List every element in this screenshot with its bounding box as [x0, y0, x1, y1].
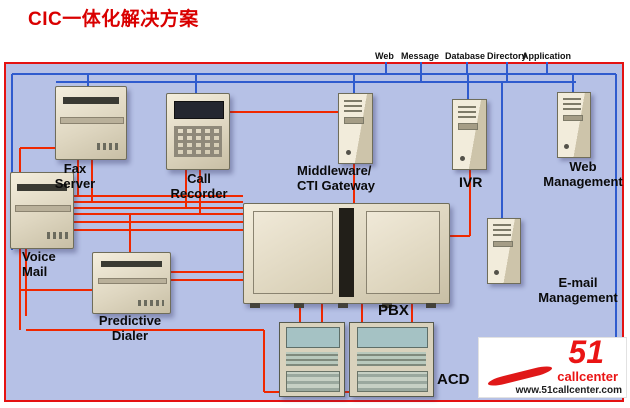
recorder-screen	[174, 100, 224, 120]
label-web: Web	[375, 51, 394, 61]
logo-name: callcenter	[557, 369, 618, 384]
predictive-dialer-device	[92, 252, 171, 314]
dialer-buttons	[137, 299, 164, 306]
email-management-tower	[487, 218, 521, 284]
dialer-slot	[100, 261, 163, 268]
pbx-feet	[250, 303, 443, 308]
acd-vents	[285, 352, 339, 367]
fax-server-label: Fax Server	[54, 161, 96, 191]
acd-screen	[357, 327, 428, 348]
pbx-label: PBX	[378, 302, 409, 319]
middleware-tower	[338, 93, 373, 164]
fax-server-device	[55, 86, 127, 160]
acd-screen	[285, 327, 341, 348]
voice-mail-slot	[17, 183, 67, 191]
voice-mail-label: Voice Mail	[22, 249, 56, 279]
tower-drive	[493, 240, 513, 248]
tower-drive	[563, 114, 583, 122]
label-application: Application	[522, 51, 571, 61]
tower-power-button	[459, 155, 465, 161]
acd-slots	[357, 371, 428, 393]
fax-tray	[60, 117, 124, 125]
pbx-cabinet	[243, 203, 450, 308]
page-title: CIC一体化解决方案	[28, 9, 199, 30]
middleware-label: Middleware/ CTI Gateway	[297, 163, 376, 193]
tower-power-button	[564, 144, 570, 150]
tower-drive	[458, 123, 479, 131]
recorder-buttons	[174, 125, 222, 157]
pbx-right-door	[366, 211, 440, 294]
acd-label: ACD	[437, 371, 470, 388]
tower-power-button	[345, 149, 351, 155]
call-recorder-device	[166, 93, 230, 170]
voice-mail-device	[10, 172, 74, 249]
call-recorder-label: Call Recorder	[170, 171, 228, 201]
ivr-label: IVR	[459, 174, 483, 190]
acd-rack-2	[349, 322, 434, 397]
label-message: Message	[401, 51, 440, 61]
email-management-label: E-mail Management	[538, 275, 618, 305]
logo-51callcenter: 51 callcenter www.51callcenter.com	[478, 334, 627, 398]
ivr-tower	[452, 99, 487, 170]
tower-vent	[493, 224, 511, 236]
fax-paper-slot	[63, 97, 119, 105]
tower-drive	[344, 117, 365, 125]
label-database: Database	[445, 51, 486, 61]
fax-buttons	[96, 143, 121, 151]
voice-mail-buttons	[46, 231, 69, 239]
pbx-left-door	[253, 211, 333, 294]
pbx-center-column	[339, 208, 354, 297]
acd-vents	[357, 352, 426, 367]
tower-vent	[344, 99, 363, 112]
acd-rack-1	[279, 322, 345, 397]
tower-power-button	[494, 270, 500, 276]
web-management-tower	[557, 92, 591, 158]
acd-slots	[285, 371, 341, 393]
logo-url: www.51callcenter.com	[515, 385, 622, 396]
label-directory: Directory	[487, 51, 527, 61]
tower-vent	[458, 105, 477, 118]
tower-vent	[563, 98, 581, 110]
dialer-tray	[97, 278, 168, 285]
logo-number: 51	[568, 334, 604, 370]
voice-mail-tray	[14, 204, 72, 212]
web-management-label: Web Management	[543, 159, 623, 189]
predictive-dialer-label: Predictive Dialer	[98, 313, 162, 343]
